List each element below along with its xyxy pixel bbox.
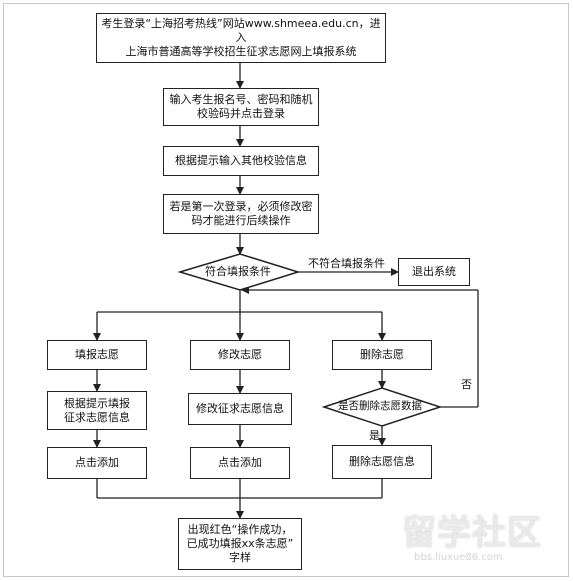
delete-wish-step: 删除志愿 xyxy=(332,340,432,370)
watermark-url: bbs.liuxue86.com xyxy=(414,552,503,563)
login-step: 考生登录“上海招考热线”网站www.shmeea.edu.cn，进入 上海市普通… xyxy=(96,13,386,63)
delete-info-step: 删除志愿信息 xyxy=(332,445,432,479)
decision-delete-label: 是否删除志愿数据 xyxy=(338,400,422,412)
decision-eligible-label: 符合填报条件 xyxy=(205,265,271,278)
result-step: 出现红色“操作成功， 已成功填报xx条志愿” 字样 xyxy=(178,518,302,570)
fill-by-prompt-step: 根据提示填报 征求志愿信息 xyxy=(47,391,147,430)
no-label: 否 xyxy=(461,378,472,391)
click-add-step-2: 点击添加 xyxy=(190,447,290,479)
not-eligible-label: 不符合填报条件 xyxy=(308,257,385,270)
verify-info-step: 根据提示输入其他校验信息 xyxy=(163,146,319,176)
image-frame xyxy=(3,3,569,577)
decision-eligible-diamond xyxy=(177,253,301,291)
watermark-logo: 留学社区 xyxy=(402,513,542,553)
click-add-step-1: 点击添加 xyxy=(47,447,147,479)
decision-delete-diamond xyxy=(321,387,443,427)
enter-credentials-step: 输入考生报名号、密码和随机 校验码并点击登录 xyxy=(163,88,319,126)
yes-label: 是 xyxy=(369,429,380,442)
modify-info-step: 修改征求志愿信息 xyxy=(188,393,292,425)
modify-wish-step: 修改志愿 xyxy=(190,340,290,370)
fill-wish-step: 填报志愿 xyxy=(47,340,147,370)
first-login-step: 若是第一次登录，必须修改密 码才能进行后续操作 xyxy=(163,194,319,234)
exit-system-step: 退出系统 xyxy=(398,258,470,286)
